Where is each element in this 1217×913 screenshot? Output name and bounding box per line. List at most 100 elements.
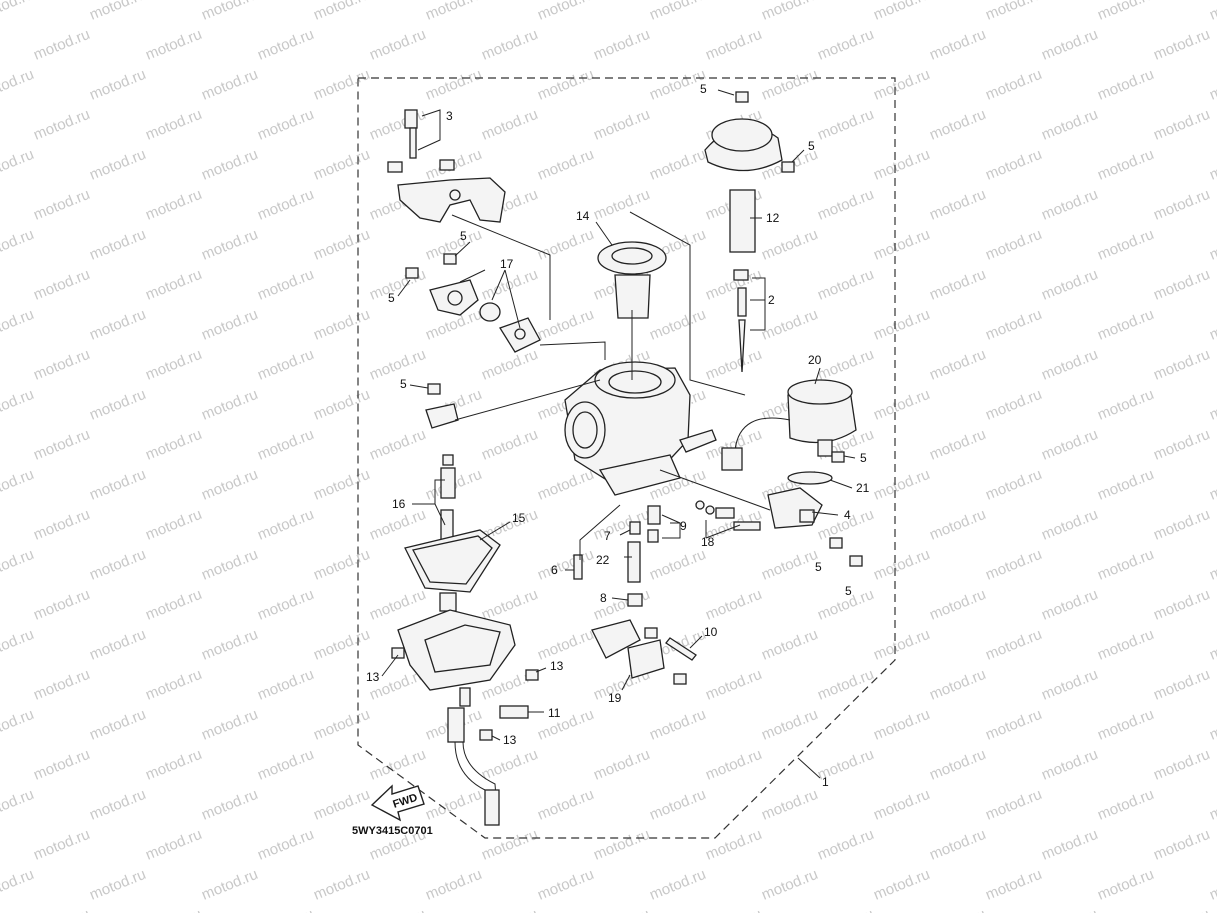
pilot-screw [695,500,761,531]
watermark-text: motod.ru [535,866,596,904]
watermark-text: motod.ru [983,706,1044,744]
watermark-text: motod.ru [0,706,36,744]
watermark-text: motod.ru [535,66,596,104]
watermark-text: motod.ru [0,146,36,184]
watermark-text: motod.ru [1151,26,1212,64]
watermark-text: motod.ru [255,906,316,913]
watermark-text: motod.ru [1039,106,1100,144]
watermark-text: motod.ru [1207,706,1217,744]
part-label-5a: 5 [700,82,707,96]
watermark-text: motod.ru [87,146,148,184]
part-label-12: 12 [766,211,780,225]
watermark-text: motod.ru [1151,106,1212,144]
part-label-13a: 13 [366,670,380,684]
watermark-text: motod.ru [1039,186,1100,224]
watermark-text: motod.ru [591,506,652,544]
watermark-text: motod.ru [703,586,764,624]
part-label-5g: 5 [815,560,822,574]
watermark-text: motod.ru [1151,586,1212,624]
jets [573,505,661,607]
leader-lines [381,89,856,779]
part-label-7: 7 [604,529,611,543]
watermark-text: motod.ru [815,826,876,864]
watermark-text: motod.ru [87,0,148,24]
part-label-14: 14 [576,209,590,223]
part-label-13b: 13 [550,659,564,673]
watermark-text: motod.ru [871,626,932,664]
watermark-text: motod.ru [311,626,372,664]
watermark-text: motod.ru [535,626,596,664]
watermark-text: motod.ru [703,826,764,864]
watermark-text: motod.ru [479,266,540,304]
jet-needle [733,269,749,373]
watermark-text: motod.ru [143,26,204,64]
watermark-text: motod.ru [255,666,316,704]
watermark-text: motod.ru [199,306,260,344]
part-label-5f: 5 [400,377,407,391]
watermark-text: motod.ru [31,746,92,784]
watermark-text: motod.ru [591,746,652,784]
watermark-text: motod.ru [255,746,316,784]
watermark-text: motod.ru [479,426,540,464]
watermark-text: motod.ru [1095,386,1156,424]
watermark-text: motod.ru [0,466,36,504]
assembly-ref-label: 1 [822,775,829,789]
watermark-text: motod.ru [367,506,428,544]
part-label-22: 22 [596,553,610,567]
watermark-text: motod.ru [1095,866,1156,904]
watermark-text: motod.ru [535,226,596,264]
watermark-text: motod.ru [143,506,204,544]
watermark-text: motod.ru [815,106,876,144]
watermark-text: motod.ru [983,546,1044,584]
watermark-text: motod.ru [143,346,204,384]
watermark-text: motod.ru [927,666,988,704]
part-label-5c: 5 [460,229,467,243]
watermark-text: motod.ru [31,266,92,304]
watermark-text: motod.ru [255,26,316,64]
watermark-text: motod.ru [1039,506,1100,544]
watermark-text: motod.ru [143,666,204,704]
watermark-text: motod.ru [311,386,372,424]
watermark-text: motod.ru [1095,626,1156,664]
watermark-text: motod.ru [1207,0,1217,24]
watermark-text: motod.ru [479,826,540,864]
watermark-text: motod.ru [1039,266,1100,304]
watermark-text: motod.ru [311,0,372,24]
watermark-text: motod.ru [815,266,876,304]
diaphragm-piston [597,241,667,319]
watermark-text: motod.ru [311,866,372,904]
watermark-text: motod.ru [1095,466,1156,504]
part-label-9: 9 [680,519,687,533]
watermark-text: motod.ru [311,226,372,264]
screw-group-left [405,253,457,395]
watermark-text: motod.ru [591,106,652,144]
watermark-text: motod.ru [255,826,316,864]
watermark-text: motod.ru [311,146,372,184]
watermark-text: motod.ru [1039,906,1100,913]
carburetor-body [564,361,717,496]
watermark-text: motod.ru [591,826,652,864]
watermark-text: motod.ru [199,66,260,104]
watermark-text: motod.ru [1207,786,1217,824]
watermark-text: motod.ru [647,546,708,584]
chamber-cap [704,91,795,173]
watermark-text: motod.ru [199,546,260,584]
watermark-text: motod.ru [1151,346,1212,384]
watermark-text: motod.ru [87,626,148,664]
watermark-text: motod.ru [1095,226,1156,264]
watermark-text: motod.ru [87,866,148,904]
watermark-text: motod.ru [983,226,1044,264]
watermark-text: motod.ru [1039,746,1100,784]
watermark-text: motod.ru [311,706,372,744]
watermark-text: motod.ru [1095,66,1156,104]
watermark-text: motod.ru [927,746,988,784]
watermark-text: motod.ru [255,586,316,624]
watermark-text: motod.ru [1039,826,1100,864]
part-label-5h: 5 [845,584,852,598]
watermark-text: motod.ru [255,426,316,464]
watermark-text: motod.ru [423,0,484,24]
watermark-text: motod.ru [1207,626,1217,664]
watermark-text: motod.ru [423,66,484,104]
watermark-text: motod.ru [927,26,988,64]
watermark-text: motod.ru [199,386,260,424]
